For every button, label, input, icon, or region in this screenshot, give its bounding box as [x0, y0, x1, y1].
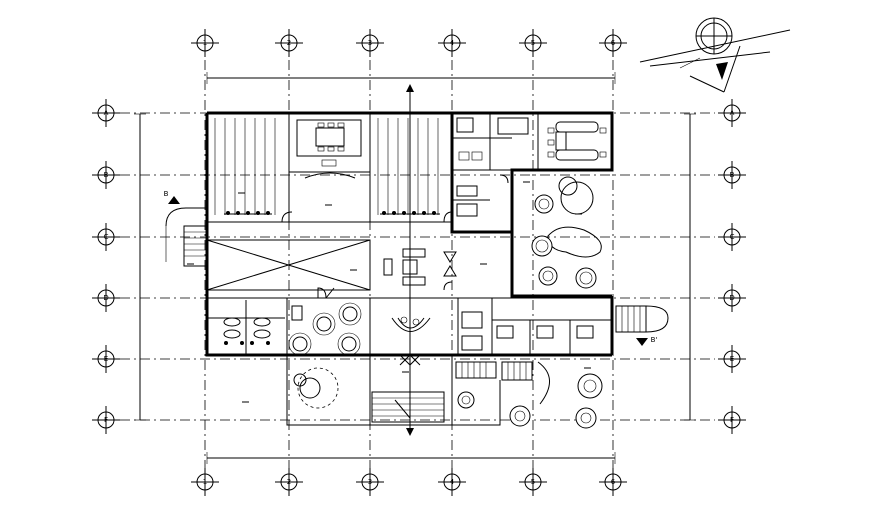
grid-bubble-label: F: [730, 416, 734, 424]
grid-bubble-right: D: [718, 284, 746, 312]
grid-bubble-top: 1: [191, 29, 219, 57]
stair-lower: [455, 361, 533, 409]
section-label-right: B': [651, 336, 658, 344]
grid-bubble-label: A: [730, 109, 735, 117]
grid-bubble-label: E: [104, 355, 108, 363]
grid-bubble-label: 2: [287, 39, 291, 47]
grid-bubble-label: D: [729, 294, 734, 302]
stair-right: [615, 305, 669, 333]
grid-bubble-bottom: 4: [438, 468, 466, 496]
grid-bubble-label: 4: [450, 478, 455, 486]
grid-bubbles-bottom: 1 2 3 4 5 6: [191, 468, 627, 496]
grid-bubble-right: F: [718, 406, 746, 434]
annotation-marks: [187, 181, 591, 403]
grid-bubble-left: F: [92, 406, 120, 434]
grid-bubble-label: 4: [450, 39, 455, 47]
grid-bubble-left: A: [92, 99, 120, 127]
grid-bubble-label: 5: [531, 39, 535, 47]
grid-bubble-right: A: [718, 99, 746, 127]
center-axis: [406, 84, 414, 436]
grid-bubble-label: 3: [368, 478, 372, 486]
grid-bubble-label: C: [104, 233, 109, 241]
grid-bubble-top: 2: [275, 29, 303, 57]
grid-bubble-label: 2: [287, 478, 291, 486]
lobby-seating: [383, 248, 457, 286]
reception-desk: [391, 316, 431, 332]
lower-offices: [461, 311, 594, 351]
grid-bubble-label: C: [730, 233, 735, 241]
grid-bubble-top: 4: [438, 29, 466, 57]
section-mark-left: B: [164, 190, 180, 204]
grid-bubble-bottom: 5: [519, 468, 547, 496]
section-label-left: B: [164, 190, 169, 198]
exterior-trees: [293, 361, 603, 429]
grid-bubbles-right: A B C D E F: [718, 99, 746, 434]
grid-bubble-label: 5: [531, 478, 535, 486]
grid-bubble-right: E: [718, 345, 746, 373]
grid-bubble-bottom: 6: [599, 468, 627, 496]
grid-bubble-right: B: [718, 161, 746, 189]
auditorium-seating-left: [214, 118, 276, 215]
grid-bubble-label: B: [730, 171, 735, 179]
courtyard-garden: [531, 176, 602, 289]
grid-bubble-left: D: [92, 284, 120, 312]
grid-bubble-bottom: 1: [191, 468, 219, 496]
stair-entrance: [371, 391, 445, 423]
grid-bubble-label: 1: [203, 478, 207, 486]
grid-bubble-label: B: [104, 171, 109, 179]
stair-left: [165, 207, 207, 267]
grid-bubble-right: C: [718, 223, 746, 251]
restroom-fixtures: [207, 300, 285, 355]
grid-bubble-left: E: [92, 345, 120, 373]
grid-bubble-label: A: [104, 109, 109, 117]
cafe-tables: [288, 302, 362, 356]
grid-bubble-top: 3: [356, 29, 384, 57]
section-mark-right: B': [636, 336, 657, 346]
grid-bubble-left: B: [92, 161, 120, 189]
grid-bubble-left: C: [92, 223, 120, 251]
north-arrow-icon: [639, 17, 791, 93]
grid-bubble-label: 6: [611, 39, 616, 47]
grid-bubble-label: D: [103, 294, 108, 302]
grid-bubble-top: 5: [519, 29, 547, 57]
boardroom-table: [547, 121, 607, 161]
grid-bubbles-left: A B C D E F: [92, 99, 120, 434]
grid-bubble-label: E: [730, 355, 734, 363]
grid-bubble-label: 6: [611, 478, 616, 486]
small-offices: [456, 117, 529, 217]
grid-bubble-top: 6: [599, 29, 627, 57]
auditorium-seating-right: [377, 118, 440, 215]
conference-table: [296, 119, 362, 179]
grid-bubble-label: 3: [368, 39, 372, 47]
grid-bubbles-top: 1 2 3 4 5 6: [191, 29, 627, 57]
grid-bubble-label: 1: [203, 39, 207, 47]
grid-bubble-bottom: 2: [275, 468, 303, 496]
grid-bubble-bottom: 3: [356, 468, 384, 496]
grid-bubble-label: F: [104, 416, 108, 424]
